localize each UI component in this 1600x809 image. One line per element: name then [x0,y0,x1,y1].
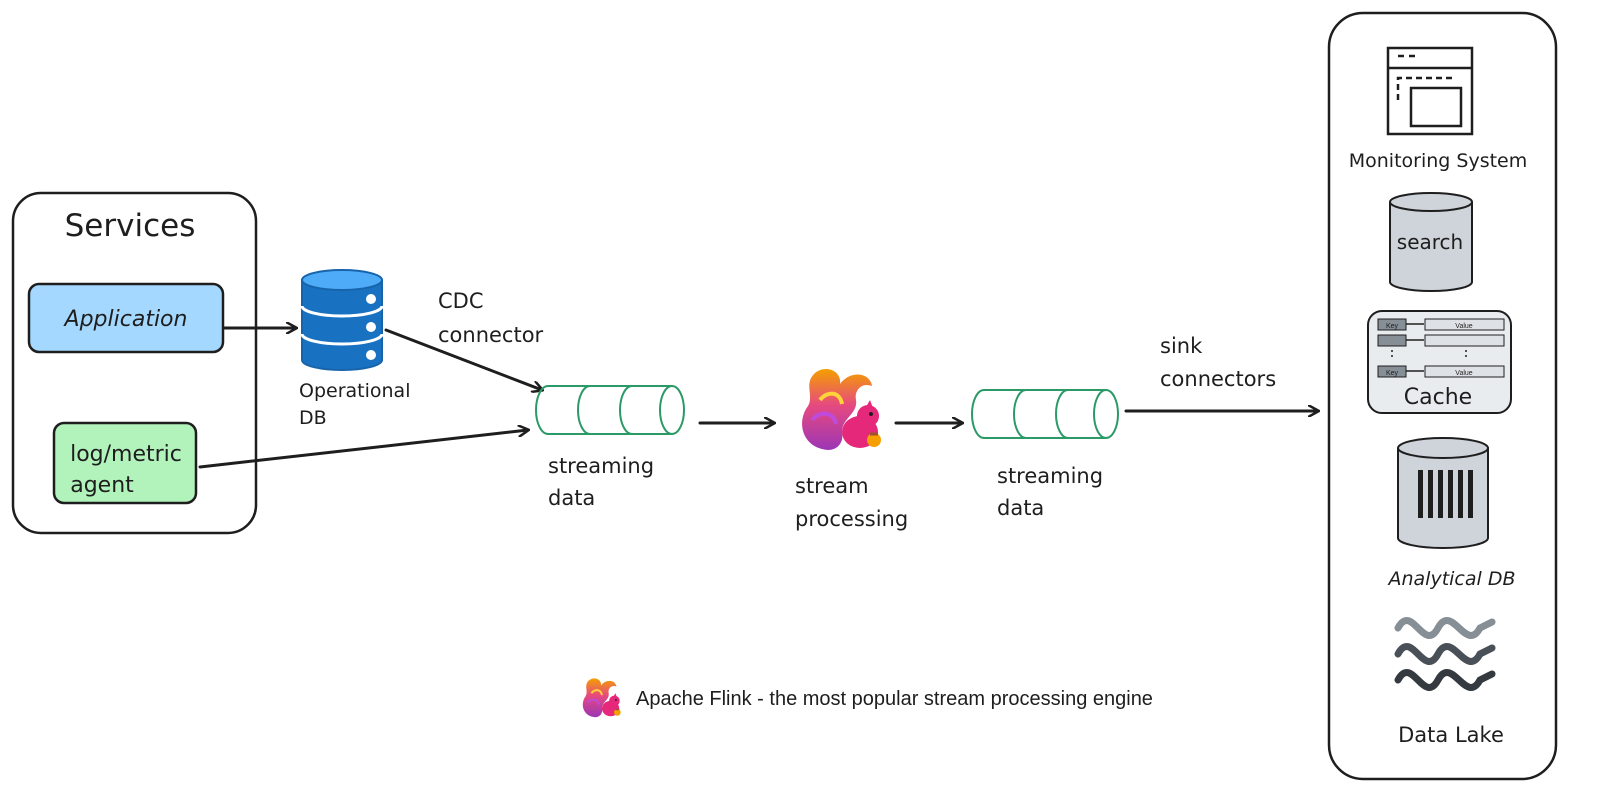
flink-logo-small-icon [581,677,622,719]
caption-text: Apache Flink - the most popular stream p… [636,688,1153,710]
cache-key-label-1: Key [1386,323,1399,330]
analytical-db-icon [1397,437,1489,549]
services-title: Services [65,208,196,244]
processing-label-line1: stream [795,474,869,498]
arrow-db-to-streaming [384,328,542,390]
operational-db-label-line1: Operational [299,380,410,402]
operational-db: Operational DB [299,269,410,429]
sink-label-line1: sink [1160,334,1203,358]
operational-db-label-line2: DB [299,407,327,429]
streaming-pipe-out [971,389,1119,439]
application-box[interactable] [27,282,225,354]
cache-value-label-1: Value [1455,323,1472,330]
processing-label-line2: processing [795,507,908,531]
cdc-label-line1: CDC [438,289,484,313]
arrow-agent-to-streaming [198,430,528,469]
monitoring-icon [1386,46,1474,136]
cache-key-label-2: Key [1386,370,1399,377]
sinks-group: Monitoring System search Key Value Key V… [1327,11,1558,781]
streaming-in-label-line1: streaming [548,454,654,478]
cache-value-label-2: Value [1455,370,1472,377]
services-box [11,191,258,535]
agent-label-line2: agent [70,473,134,498]
data-lake-label: Data Lake [1398,723,1504,747]
agent-label-line1: log/metric [70,442,182,467]
search-cylinder-icon [1389,192,1473,292]
application-label: Application [63,307,188,332]
sink-label-line2: connectors [1160,367,1276,391]
agent-box[interactable] [52,421,198,505]
streaming-out-label-line2: data [997,496,1044,520]
analytical-db-label: Analytical DB [1386,568,1515,590]
monitoring-label: Monitoring System [1349,150,1528,172]
cdc-label-line2: connector [438,323,544,347]
streaming-out-label-line1: streaming [997,464,1103,488]
streaming-pipe-in [535,385,685,435]
arrows [198,328,1318,469]
cache-icon: Key Value Key Value [1367,310,1512,414]
cache-label: Cache [1404,385,1472,410]
flink-logo-icon [800,367,883,452]
streaming-in-label-line2: data [548,486,595,510]
search-label: search [1397,230,1463,254]
database-icon [300,269,384,371]
data-lake-waves-icon [1394,617,1496,691]
sinks-box [1327,11,1558,781]
services-group: Services Application log/metric agent [11,191,258,535]
